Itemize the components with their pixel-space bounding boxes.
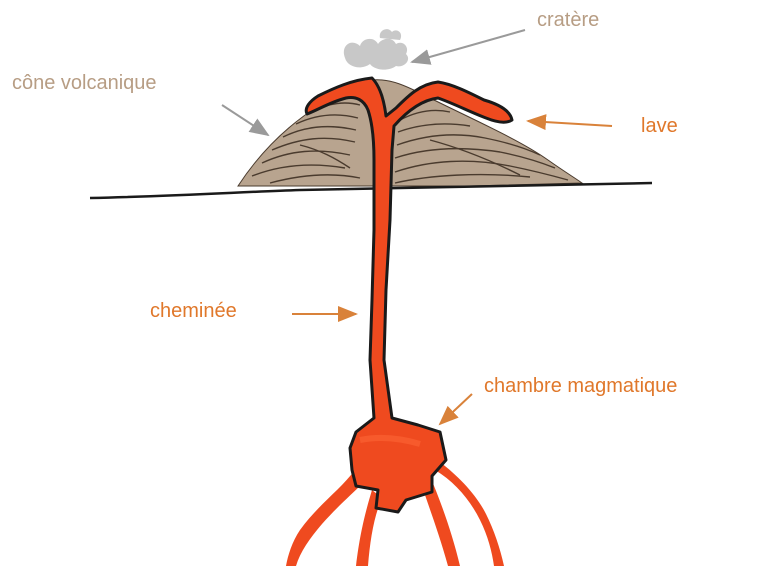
cone-arrow: [222, 105, 268, 135]
chamber-label: chambre magmatique: [484, 376, 677, 396]
chamber-arrow: [440, 394, 472, 424]
crater-label: cratère: [537, 10, 599, 30]
lava-arrow: [528, 121, 612, 126]
cone-label: cône volcanique: [12, 73, 157, 93]
crater-arrow: [412, 30, 525, 62]
crater-smoke: [344, 29, 408, 70]
chimney-label: cheminée: [150, 301, 237, 321]
lava-label: lave: [641, 116, 678, 136]
